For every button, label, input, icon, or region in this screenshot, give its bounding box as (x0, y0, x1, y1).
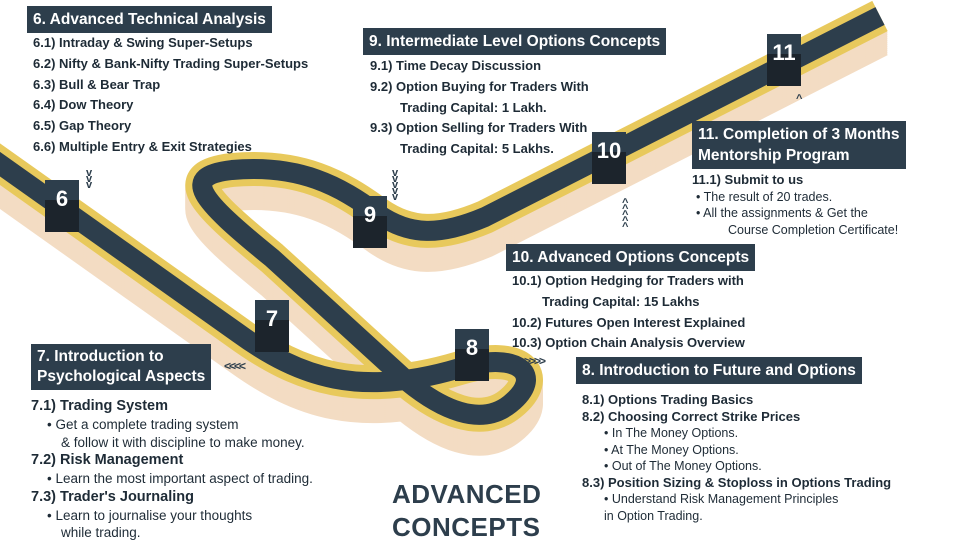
section-10-header: 10. Advanced Options Concepts (506, 244, 756, 271)
marker-block-top (767, 34, 801, 54)
section-11-item: • The result of 20 trades. (696, 189, 833, 204)
section-10-list: 10.1) Option Hedging for Traders with Tr… (512, 271, 745, 354)
section-7-item: 7.2) Risk Management (31, 452, 184, 468)
section-9-item: 9.3) Option Selling for Traders With (370, 120, 588, 136)
section-9-item: Trading Capital: 5 Lakhs. (400, 141, 554, 157)
section-8-item: 8.1) Options Trading Basics (582, 392, 754, 407)
milestone-marker: 11 (767, 34, 801, 86)
section-6-header: 6. Advanced Technical Analysis (27, 6, 272, 33)
section-6-item: 6.2) Nifty & Bank-Nifty Trading Super-Se… (33, 55, 309, 71)
section-8-item: • Understand Risk Management Principles (604, 492, 839, 506)
marker-block-top (353, 196, 387, 216)
arrow-right-icon: >>>> (524, 354, 546, 368)
milestone-marker: 8 (455, 329, 489, 381)
advanced-concepts-title: ADVANCED CONCEPTS (392, 478, 541, 544)
marker-block (255, 318, 289, 352)
section-9-item: 9.1) Time Decay Discussion (370, 58, 542, 73)
section-8-list: 8.1) Options Trading Basics 8.2) Choosin… (582, 392, 891, 524)
title-line: CONCEPTS (392, 512, 541, 542)
section-11-header: 11. Completion of 3 Months Mentorship Pr… (692, 121, 906, 169)
section-7-item: 7.3) Trader's Journaling (31, 488, 194, 505)
milestone-marker: 6 (45, 180, 79, 232)
section-11-header-line: Mentorship Program (698, 147, 850, 164)
section-6-list: 6.1) Intraday & Swing Super-Setups 6.2) … (33, 33, 308, 158)
arrow-up-icon: ^^^^^ (622, 197, 629, 233)
marker-number: 11 (772, 40, 795, 65)
marker-number: 6 (56, 186, 68, 211)
marker-block (767, 52, 801, 86)
section-8-item: • In The Money Options. (604, 426, 739, 440)
marker-block (455, 347, 489, 381)
section-10-item: 10.2) Futures Open Interest Explained (512, 314, 746, 330)
marker-number: 8 (466, 335, 478, 360)
marker-block (353, 214, 387, 248)
section-7-item: • Get a complete trading system (47, 417, 239, 432)
section-10-item: 10.3) Option Chain Analysis Overview (512, 335, 745, 351)
section-7-header-line: Psychological Aspects (37, 368, 206, 385)
section-6-item: 6.1) Intraday & Swing Super-Setups (33, 35, 253, 50)
marker-block-top (45, 180, 79, 200)
section-9-item: 9.2) Option Buying for Traders With (370, 78, 589, 94)
section-7-list: 7.1) Trading System • Get a complete tra… (31, 397, 313, 542)
section-7-item: • Learn the most important aspect of tra… (47, 471, 313, 486)
section-6-item: 6.6) Multiple Entry & Exit Strategies (33, 138, 252, 154)
section-11-item: Course Completion Certificate! (728, 222, 899, 237)
marker-number: 9 (364, 202, 376, 227)
section-9-list: 9.1) Time Decay Discussion 9.2) Option B… (370, 56, 589, 160)
section-11-item: 11.1) Submit to us (692, 172, 804, 187)
section-9-header: 9. Intermediate Level Options Concepts (363, 28, 667, 55)
section-7-item: 7.1) Trading System (31, 398, 168, 414)
title-line: ADVANCED (392, 479, 542, 509)
section-8-item: 8.2) Choosing Correct Strike Prices (582, 408, 801, 424)
section-6-item: 6.4) Dow Theory (33, 97, 134, 113)
section-11-header-line: 11. Completion of 3 Months (698, 126, 900, 143)
marker-block-top (255, 300, 289, 320)
section-7-header: 7. Introduction to Psychological Aspects (31, 344, 212, 390)
section-8-item: in Option Trading. (604, 508, 703, 523)
arrow-left-icon: <<<< (224, 359, 246, 373)
section-9-item: Trading Capital: 1 Lakh. (400, 99, 547, 115)
section-11-item: • All the assignments & Get the (696, 206, 868, 220)
marker-block (45, 198, 79, 232)
milestone-marker: 7 (255, 300, 289, 352)
milestone-marker: 10 (592, 132, 626, 184)
section-7-item: • Learn to journalise your thoughts (47, 507, 253, 523)
arrow-up-icon: ^ (796, 93, 803, 105)
marker-block (592, 150, 626, 184)
section-7-header-line: 7. Introduction to (37, 348, 164, 365)
section-8-item: • At The Money Options. (604, 442, 739, 457)
section-8-header: 8. Introduction to Future and Options (576, 357, 862, 384)
section-10-item: Trading Capital: 15 Lakhs (542, 293, 700, 309)
marker-number: 7 (266, 306, 278, 331)
section-11-list: 11.1) Submit to us • The result of 20 tr… (692, 172, 898, 238)
section-10-item: 10.1) Option Hedging for Traders with (512, 273, 744, 288)
section-7-item: while trading. (61, 525, 141, 540)
section-7-item: & follow it with discipline to make mone… (61, 434, 305, 450)
section-6-item: 6.3) Bull & Bear Trap (33, 76, 161, 92)
marker-block-top (592, 132, 626, 152)
section-6-item: 6.5) Gap Theory (33, 118, 132, 134)
milestone-marker: 9 (353, 196, 387, 248)
marker-block-top (455, 329, 489, 349)
section-8-item: 8.3) Position Sizing & Stoploss in Optio… (582, 474, 892, 490)
section-8-item: • Out of The Money Options. (604, 459, 762, 473)
marker-number: 10 (597, 138, 621, 163)
